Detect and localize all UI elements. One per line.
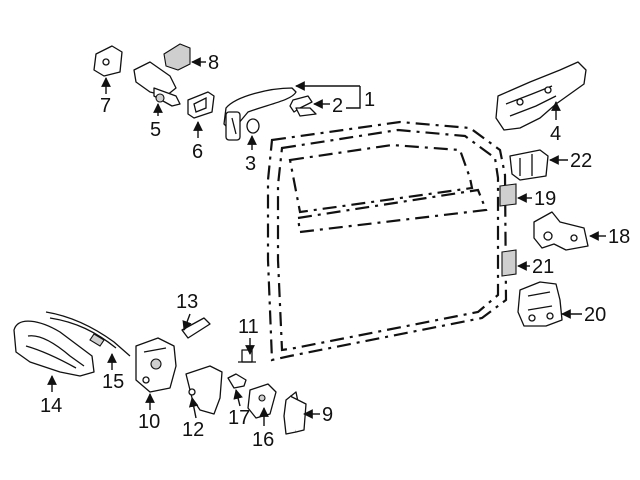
callout-18: 18	[608, 226, 630, 248]
callout-19: 19	[534, 188, 556, 210]
part-trim-piece	[283, 391, 307, 435]
callout-1: 1	[364, 89, 375, 111]
part-door-latch	[135, 337, 177, 393]
part-cylinder-cap	[163, 43, 191, 71]
part-latch-clip	[181, 317, 211, 339]
part-pad-19	[499, 183, 517, 207]
callout-3: 3	[245, 153, 256, 175]
part-actuator-bracket	[185, 365, 223, 415]
callout-11: 11	[238, 316, 259, 338]
part-lock-cylinder	[133, 61, 181, 107]
part-striker-plate	[247, 383, 277, 419]
part-handle-bezel	[187, 91, 215, 119]
callout-10: 10	[138, 411, 160, 433]
part-lower-hinge	[517, 281, 563, 327]
callout-14: 14	[40, 395, 62, 417]
callout-9: 9	[322, 404, 333, 426]
part-latch-bracket	[495, 61, 587, 131]
part-interior-handle	[13, 320, 95, 377]
part-stud-bolt	[227, 373, 247, 389]
callout-7: 7	[100, 95, 111, 117]
callout-21: 21	[532, 256, 554, 278]
part-pad-21	[501, 249, 517, 277]
callout-4: 4	[550, 123, 561, 145]
callout-labels: 1 2 3 4 5 6 7 8 9 10 11 12 13 14 15 16 1…	[40, 52, 630, 451]
callout-20: 20	[584, 304, 606, 326]
callout-12: 12	[182, 419, 204, 441]
callout-8: 8	[208, 52, 219, 74]
part-latch-bolt	[238, 349, 256, 363]
part-release-cable	[45, 311, 131, 357]
callout-13: 13	[176, 291, 198, 313]
leader-lines	[47, 57, 606, 426]
callout-5: 5	[150, 119, 161, 141]
callout-6: 6	[192, 141, 203, 163]
callout-17: 17	[228, 407, 250, 429]
callout-22: 22	[570, 150, 592, 172]
callout-16: 16	[252, 429, 274, 451]
callout-15: 15	[102, 371, 124, 393]
part-check-strap	[509, 149, 549, 181]
part-handle-cap	[246, 118, 260, 134]
callout-2: 2	[332, 95, 343, 117]
part-handle-gasket	[289, 95, 317, 117]
part-cylinder-cover	[93, 45, 123, 77]
door-shell-outline	[266, 120, 508, 362]
part-exterior-handle	[223, 87, 297, 141]
part-upper-hinge	[533, 211, 589, 251]
